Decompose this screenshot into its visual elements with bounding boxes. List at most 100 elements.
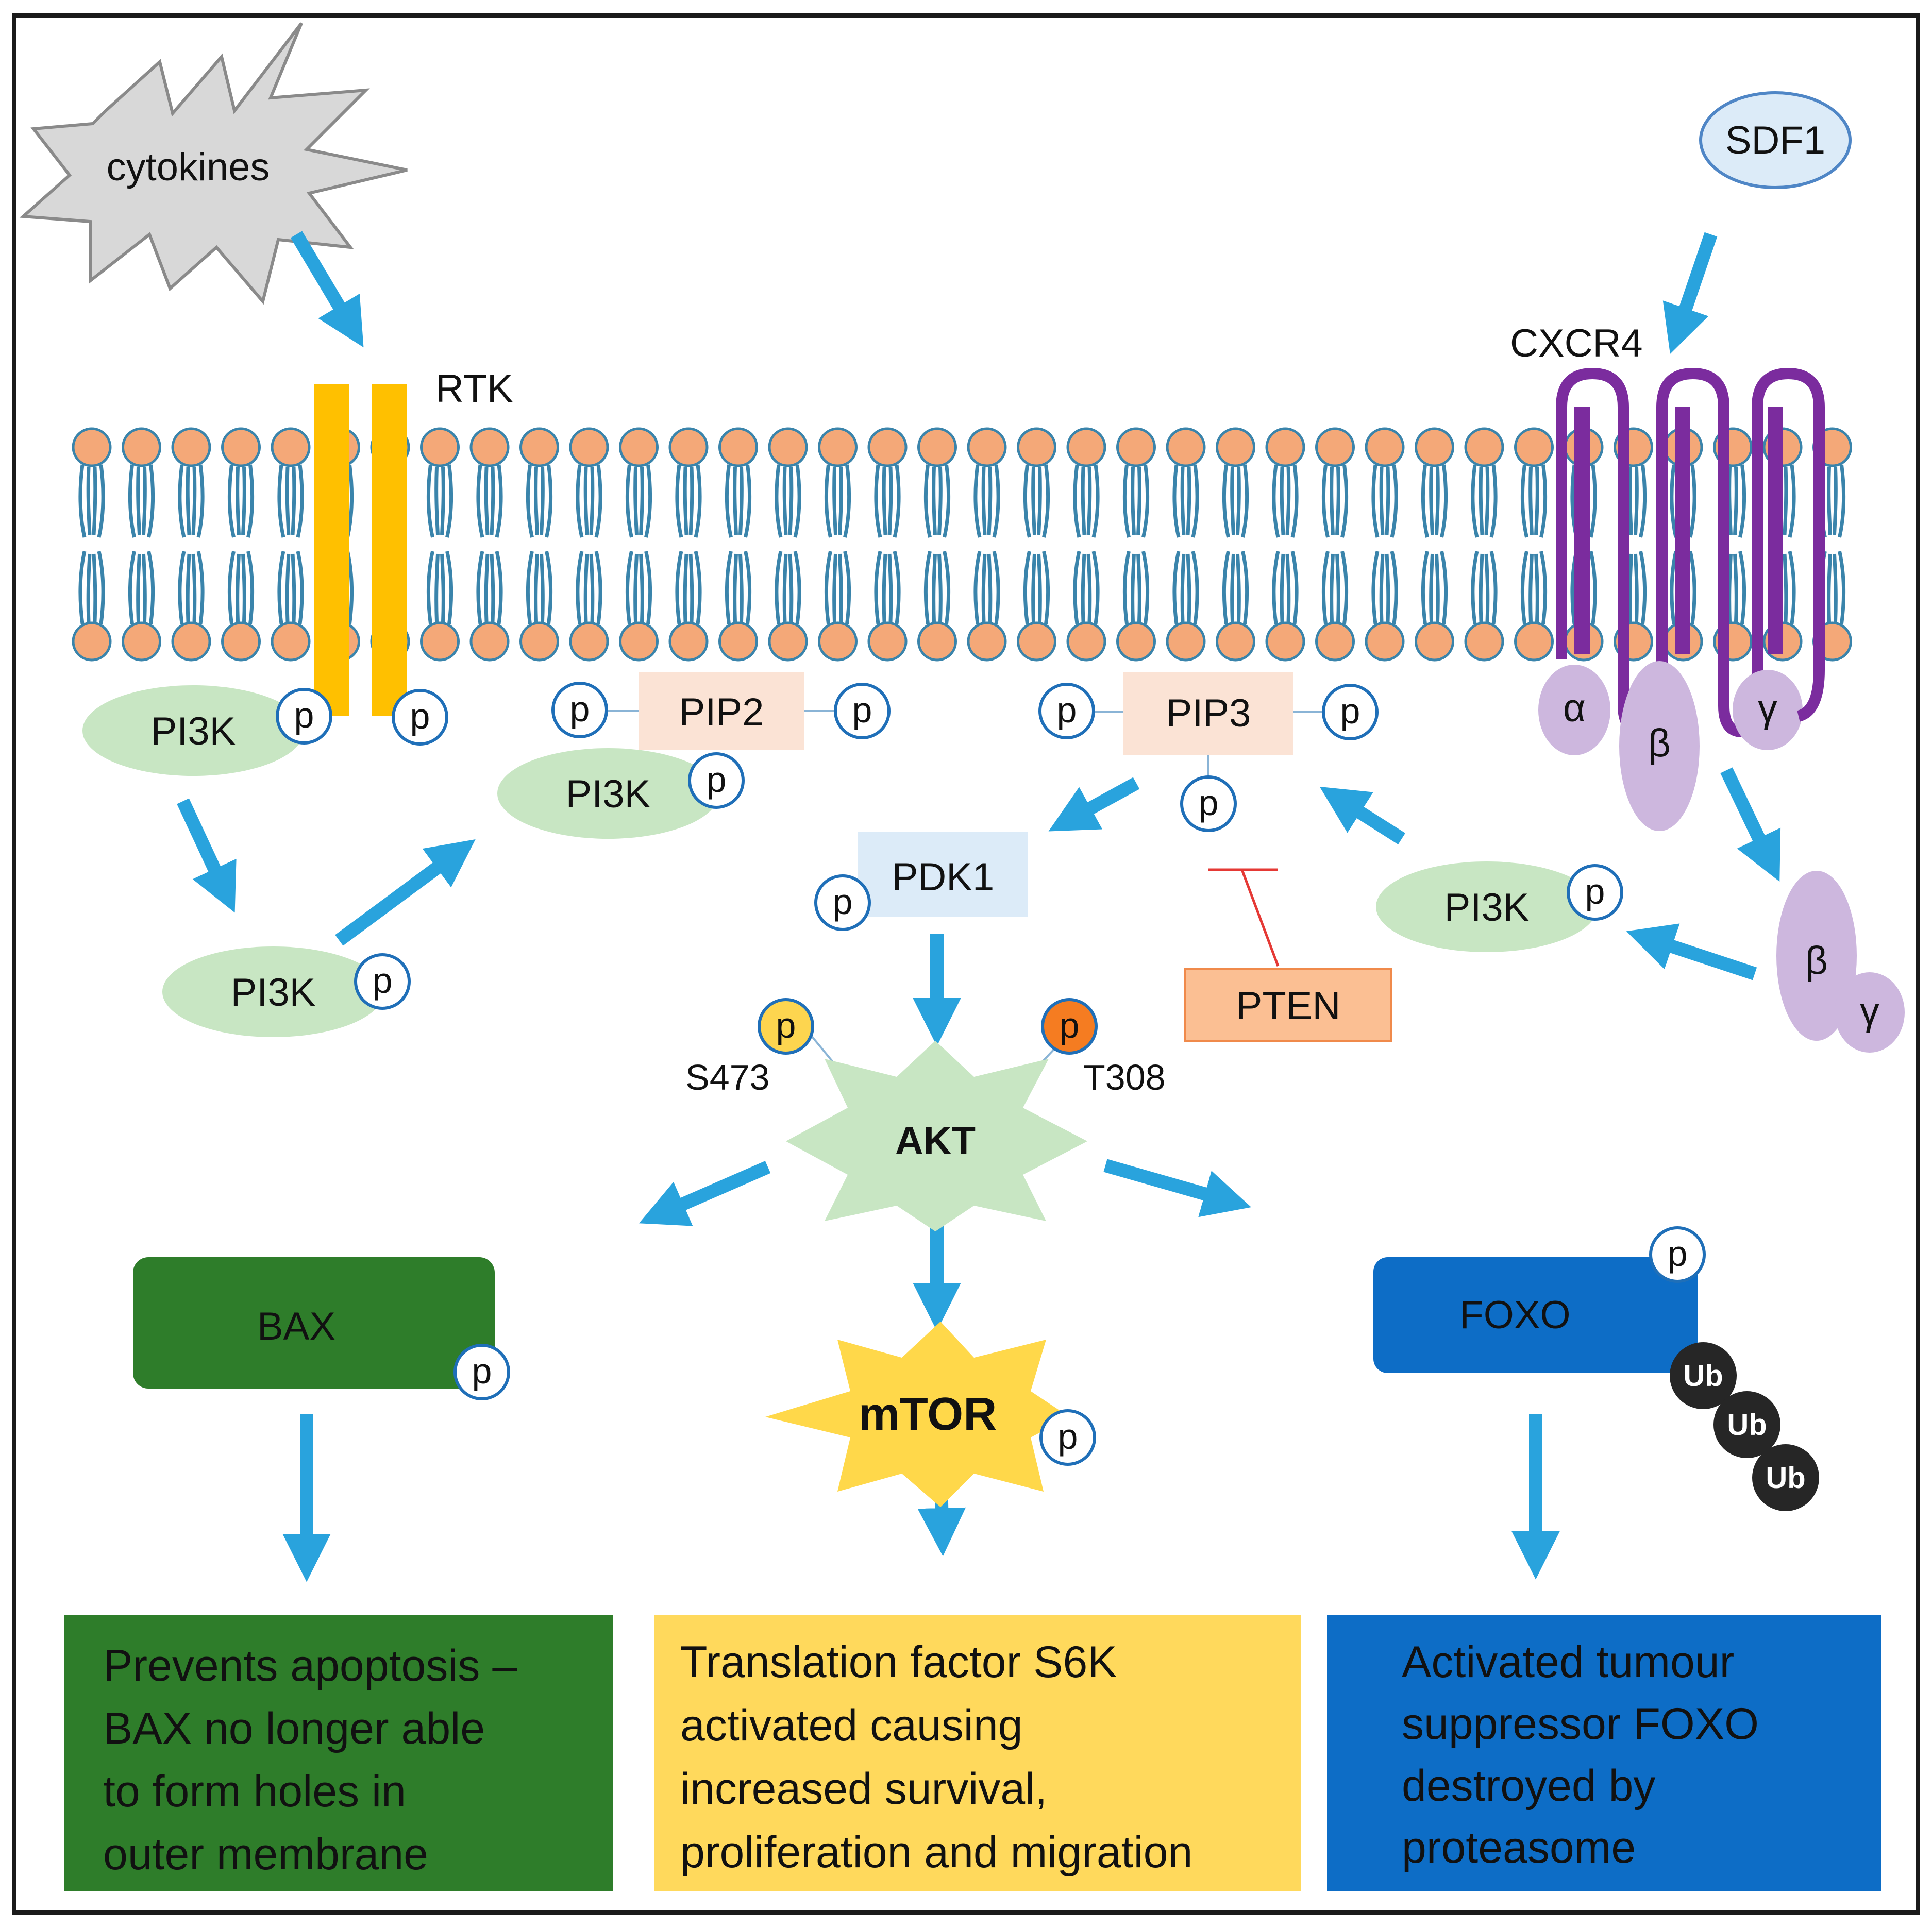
lipid-head-inner — [1267, 551, 1304, 660]
bax-node: BAX — [133, 1257, 495, 1389]
outcome-foxo-text: Activated tumour suppressor FOXO destroy… — [1402, 1637, 1771, 1872]
pip3-complex: PIP3 — [1095, 672, 1324, 777]
outcome-foxo: Activated tumour suppressor FOXO destroy… — [1327, 1615, 1881, 1891]
lipid-head-outer — [73, 429, 110, 537]
figure-frame — [12, 13, 1920, 1915]
lipid-head-inner — [1466, 551, 1503, 660]
lipid-head-outer — [173, 429, 210, 537]
rtk-receptor — [314, 384, 407, 716]
svg-text:p: p — [472, 1351, 492, 1391]
arrow-gprotein-down — [1720, 767, 1781, 882]
lipid-head-outer — [123, 429, 160, 537]
cxcr4-label: CXCR4 — [1510, 322, 1643, 365]
bax-box — [133, 1257, 495, 1389]
pi3k-at-pip2: PI3K — [497, 748, 719, 839]
svg-text:p: p — [294, 695, 314, 735]
ubiquitin-2: Ub — [1713, 1391, 1780, 1458]
lipid-head-inner — [1018, 551, 1055, 660]
akt-node: AKT S473 T308 — [685, 1032, 1166, 1231]
pip2-complex: PIP2 — [600, 672, 835, 750]
pdk1-label: PDK1 — [892, 855, 995, 899]
lipid-head-inner — [521, 551, 558, 660]
lipid-head-inner — [173, 551, 210, 660]
lipid-head-inner — [73, 551, 110, 660]
lipid-head-outer — [1118, 429, 1155, 537]
foxo-label: FOXO — [1459, 1293, 1570, 1337]
pdk1-complex: PDK1 — [858, 832, 1028, 917]
phosphate-pi3k-rtk: p — [276, 688, 332, 745]
outcome-mtor-text: Translation factor S6K activated causing… — [680, 1637, 1192, 1877]
lipid-head-outer — [223, 429, 260, 537]
lipid-head-outer — [620, 429, 658, 537]
bax-label: BAX — [257, 1305, 335, 1348]
svg-text:p: p — [410, 696, 430, 736]
svg-text:p: p — [1199, 783, 1219, 823]
pip3-label: PIP3 — [1166, 691, 1251, 735]
pi3k-free: PI3K — [162, 946, 384, 1037]
arrow-cytokines-to-rtk — [290, 231, 364, 348]
svg-text:p: p — [776, 1005, 796, 1045]
g-gamma-label: γ — [1758, 686, 1777, 730]
lipid-head-outer — [1217, 429, 1254, 537]
ubiquitin-1: Ub — [1670, 1342, 1737, 1409]
phosphate-pip3-left: p — [1038, 683, 1095, 739]
pip2-box — [639, 672, 804, 750]
phosphate-akt-t308: p — [1041, 998, 1098, 1055]
lipid-head-outer — [1018, 429, 1055, 537]
phosphate-pip2-right: p — [834, 683, 891, 739]
svg-text:Ub: Ub — [1683, 1359, 1723, 1393]
svg-text:p: p — [1058, 1416, 1078, 1457]
arrow-akt-to-foxo — [1103, 1159, 1251, 1217]
mtor-node: mTOR — [765, 1322, 1069, 1507]
lipid-head-outer — [919, 429, 956, 537]
released-gamma-subunit — [1835, 972, 1905, 1053]
foxo-box — [1373, 1257, 1698, 1373]
g-alpha-label: α — [1563, 686, 1586, 730]
pten-label: PTEN — [1236, 984, 1341, 1028]
arrow-akt-to-bax — [639, 1161, 771, 1226]
mtor-starburst — [765, 1322, 1069, 1507]
mtor-label: mTOR — [859, 1389, 997, 1440]
t308-label: T308 — [1083, 1057, 1166, 1097]
released-gamma-label: γ — [1860, 989, 1879, 1033]
lipid-head-outer — [819, 429, 856, 537]
arrow-pi3k-to-pip3 — [1319, 786, 1405, 844]
arrow-pi3k-down — [177, 798, 237, 913]
cytokines-label: cytokines — [107, 145, 270, 189]
arrow-sdf1-to-cxcr4 — [1662, 232, 1718, 354]
svg-text:Ub: Ub — [1727, 1408, 1767, 1442]
outcome-bax: Prevents apoptosis – BAX no longer able … — [64, 1615, 613, 1891]
lipid-head-inner — [819, 551, 856, 660]
pi3k-ellipse — [162, 946, 384, 1037]
lipid-head-outer — [570, 429, 608, 537]
lipid-head-inner — [1118, 551, 1155, 660]
phosphate-pip3-bottom: p — [1180, 775, 1237, 832]
g-beta-subunit — [1619, 661, 1700, 831]
ubiquitin-chain: Ub Ub Ub — [1670, 1342, 1819, 1511]
phosphate-pi3k-free: p — [354, 953, 411, 1010]
outcome-mtor-box — [654, 1615, 1301, 1891]
pdk1-box — [858, 832, 1028, 917]
lipid-head-outer — [670, 429, 707, 537]
signal-arrows — [177, 231, 1781, 1582]
arrow-pi3k-to-pip2 — [335, 839, 476, 946]
akt-label: AKT — [895, 1119, 976, 1163]
pi3k-gprotein-activated: PI3K — [1376, 861, 1598, 952]
pi3k-rtk-bound: PI3K — [82, 685, 304, 776]
rtk-left-bar — [314, 384, 349, 716]
released-beta-label: β — [1805, 939, 1828, 983]
released-beta-subunit — [1776, 871, 1857, 1041]
phosphate-pdk1: p — [814, 874, 871, 931]
lipid-head-outer — [521, 429, 558, 537]
lipid-head-outer — [720, 429, 757, 537]
lipid-head-outer — [1366, 429, 1403, 537]
pi3k-ellipse — [497, 748, 719, 839]
pi3k-label: PI3K — [566, 772, 651, 816]
lipid-head-outer — [422, 429, 459, 537]
foxo-node: FOXO — [1373, 1257, 1698, 1373]
ubiquitin-3: Ub — [1752, 1444, 1819, 1511]
pi3k-label: PI3K — [151, 709, 236, 753]
lipid-head-outer — [769, 429, 807, 537]
lipid-head-inner — [670, 551, 707, 660]
lipid-head-outer — [869, 429, 906, 537]
